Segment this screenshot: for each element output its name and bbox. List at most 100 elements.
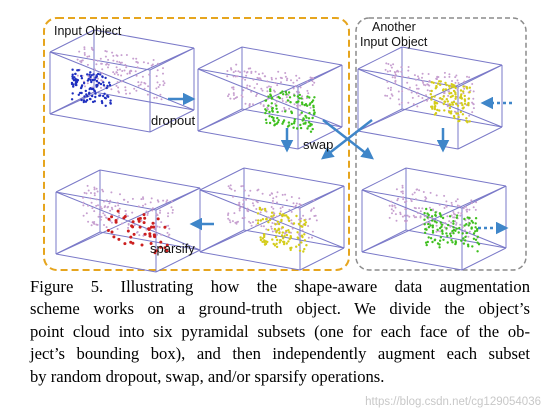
- cloud-point: [468, 208, 471, 211]
- cloud-point: [310, 208, 313, 211]
- cloud-point: [285, 233, 289, 237]
- cloud-point: [281, 100, 284, 102]
- cloud-point: [274, 223, 277, 226]
- cloud-point: [467, 224, 470, 227]
- cloud-point: [136, 231, 139, 233]
- cloud-point: [85, 93, 88, 96]
- cloud-point: [260, 208, 263, 211]
- cloud-point: [460, 102, 463, 105]
- cloud-point: [299, 86, 302, 89]
- cloud-point: [463, 217, 466, 221]
- box-edge: [297, 126, 343, 150]
- cloud-point: [454, 220, 457, 223]
- cloud-point: [268, 110, 271, 114]
- cloud-point: [151, 209, 154, 212]
- cloud-point: [276, 220, 279, 223]
- cloud-point: [255, 219, 257, 222]
- cloud-point: [171, 209, 174, 211]
- cloud-point: [95, 198, 98, 201]
- cloud-point: [441, 232, 444, 235]
- cloud-point: [74, 72, 77, 76]
- cloud-point: [136, 61, 139, 64]
- cloud-point: [259, 219, 262, 222]
- cloud-point: [431, 219, 434, 222]
- cloud-point: [129, 69, 132, 72]
- cloud-point: [446, 215, 449, 218]
- cloud-point: [395, 219, 398, 222]
- cloud-point: [465, 85, 468, 89]
- cloud-point: [165, 243, 169, 247]
- cloud-point: [463, 80, 466, 83]
- cloud-point: [423, 223, 426, 226]
- cloud-point: [460, 239, 463, 242]
- box-edge: [241, 108, 343, 128]
- cloud-point: [92, 222, 95, 225]
- cloud-point: [112, 235, 116, 239]
- cloud-point: [133, 87, 136, 90]
- cloud-point: [315, 219, 318, 222]
- cloud-point: [227, 95, 229, 98]
- cloud-point: [430, 215, 434, 218]
- cloud-point: [298, 197, 301, 200]
- cloud-point: [267, 108, 269, 111]
- cloud-point: [117, 237, 121, 241]
- cloud-point: [102, 212, 105, 215]
- cloud-point: [139, 83, 142, 86]
- cloud-point: [294, 204, 297, 207]
- cloud-point: [258, 73, 260, 76]
- cloud-point: [399, 213, 402, 216]
- cloud-point: [289, 235, 292, 238]
- cloud-point: [433, 95, 436, 98]
- cloud-point: [281, 231, 284, 234]
- cloud-point: [84, 89, 88, 93]
- cloud-point: [416, 91, 419, 94]
- cloud-point: [389, 64, 392, 67]
- cloud-point: [306, 127, 309, 130]
- cloud-point: [100, 86, 102, 89]
- cloud-point: [102, 81, 105, 84]
- cloud-point: [402, 198, 405, 201]
- cloud-point: [90, 80, 93, 84]
- cloud-point: [272, 116, 275, 120]
- cloud-point: [103, 92, 106, 96]
- cloud-point: [238, 207, 241, 210]
- cloud-point: [270, 211, 274, 214]
- cloud-point: [394, 71, 397, 74]
- cloud-point: [167, 212, 170, 215]
- cloud-point: [86, 55, 89, 58]
- cloud-point: [424, 84, 427, 87]
- cloud-point: [142, 234, 145, 237]
- cloud-point: [422, 99, 425, 102]
- dropout-label: dropout: [151, 113, 195, 128]
- cloud-point: [116, 209, 120, 213]
- cloud-point: [283, 214, 286, 217]
- cloud-point: [95, 79, 99, 83]
- cloud-point: [71, 92, 74, 95]
- cloud-point: [100, 100, 104, 103]
- cloud-point: [415, 78, 417, 81]
- cloud-point: [273, 120, 276, 123]
- cloud-point: [125, 92, 128, 95]
- cloud-point: [276, 84, 279, 87]
- box-edge: [197, 68, 299, 88]
- cloud-point: [459, 110, 462, 114]
- cloud-point: [286, 77, 289, 80]
- cloud-point: [231, 86, 234, 89]
- cloud-point: [468, 222, 471, 225]
- cloud-point: [85, 192, 88, 195]
- cloud-point: [431, 209, 434, 212]
- box-edge: [199, 251, 301, 271]
- cloud-point: [94, 92, 97, 95]
- cloud-point: [308, 111, 311, 115]
- cloud-point: [400, 66, 403, 69]
- cloud-point: [387, 87, 390, 90]
- cloud-point: [149, 242, 153, 245]
- cloud-point: [451, 241, 454, 244]
- box-edge: [197, 46, 243, 70]
- cloud-point: [100, 72, 103, 75]
- box-edge: [49, 113, 151, 133]
- cloud-point: [278, 231, 281, 235]
- cloud-point: [401, 75, 404, 78]
- cloud-point: [448, 103, 451, 106]
- cloud-point: [298, 97, 301, 100]
